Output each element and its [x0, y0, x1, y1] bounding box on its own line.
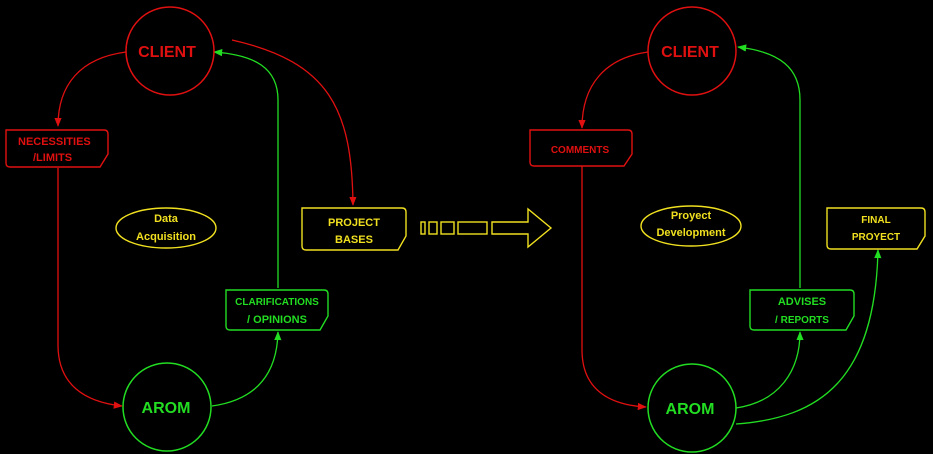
- advises-reports-box: ADVISES / REPORTS: [749, 289, 855, 331]
- necessities-label-line2: /LIMITS: [33, 152, 72, 164]
- left-arom-to-clarifications-connector: [211, 331, 282, 407]
- data-acquisition-phase: Data Acquisition: [115, 207, 217, 249]
- right-arom-label: AROM: [666, 401, 715, 418]
- project-bases-box: PROJECT BASES: [301, 207, 407, 251]
- left-client-label: CLIENT: [138, 44, 196, 61]
- final-proyect-label-line2: PROYECT: [852, 232, 900, 243]
- comments-label: COMMENTS: [551, 145, 610, 156]
- final-proyect-label-line1: FINAL: [861, 215, 890, 226]
- transition-arrow: [420, 207, 553, 249]
- proyect-development-label-line1: Proyect: [671, 210, 712, 222]
- final-proyect-box: FINAL PROYECT: [826, 207, 926, 250]
- left-arom-node: AROM: [122, 362, 212, 452]
- right-arom-to-advises-connector: [735, 331, 804, 409]
- left-clarifications-to-client-connector: [213, 48, 279, 288]
- clarifications-label-line2: / OPINIONS: [247, 314, 307, 326]
- left-client-to-necessities-connector: [54, 51, 127, 127]
- proyect-development-label-line2: Development: [656, 227, 725, 239]
- necessities-label-line1: NECESSITIES: [18, 136, 91, 148]
- project-bases-label-line1: PROJECT: [328, 217, 380, 229]
- left-client-node: CLIENT: [125, 6, 215, 96]
- clarifications-label-line1: CLARIFICATIONS: [235, 297, 319, 308]
- right-advises-to-client-connector: [737, 44, 801, 288]
- project-bases-label-line2: BASES: [335, 234, 373, 246]
- right-comments-to-arom-connector: [581, 166, 647, 411]
- right-arom-to-final-connector: [735, 249, 882, 425]
- advises-label-line1: ADVISES: [778, 296, 826, 308]
- clarifications-opinions-box: CLARIFICATIONS / OPINIONS: [225, 289, 329, 331]
- right-client-node: CLIENT: [647, 6, 737, 96]
- left-necessities-to-arom-connector: [57, 168, 123, 409]
- left-arom-label: AROM: [142, 400, 191, 417]
- right-client-label: CLIENT: [661, 44, 719, 61]
- right-arom-node: AROM: [647, 363, 737, 453]
- right-client-to-comments-connector: [578, 51, 649, 129]
- necessities-limits-box: NECESSITIES /LIMITS: [5, 129, 109, 168]
- advises-label-line2: / REPORTS: [775, 315, 829, 326]
- data-acquisition-label-line2: Acquisition: [136, 231, 196, 243]
- proyect-development-phase: Proyect Development: [640, 205, 742, 247]
- data-acquisition-label-line1: Data: [154, 213, 179, 225]
- comments-box: COMMENTS: [529, 129, 633, 167]
- left-client-to-project-bases-connector: [231, 39, 357, 206]
